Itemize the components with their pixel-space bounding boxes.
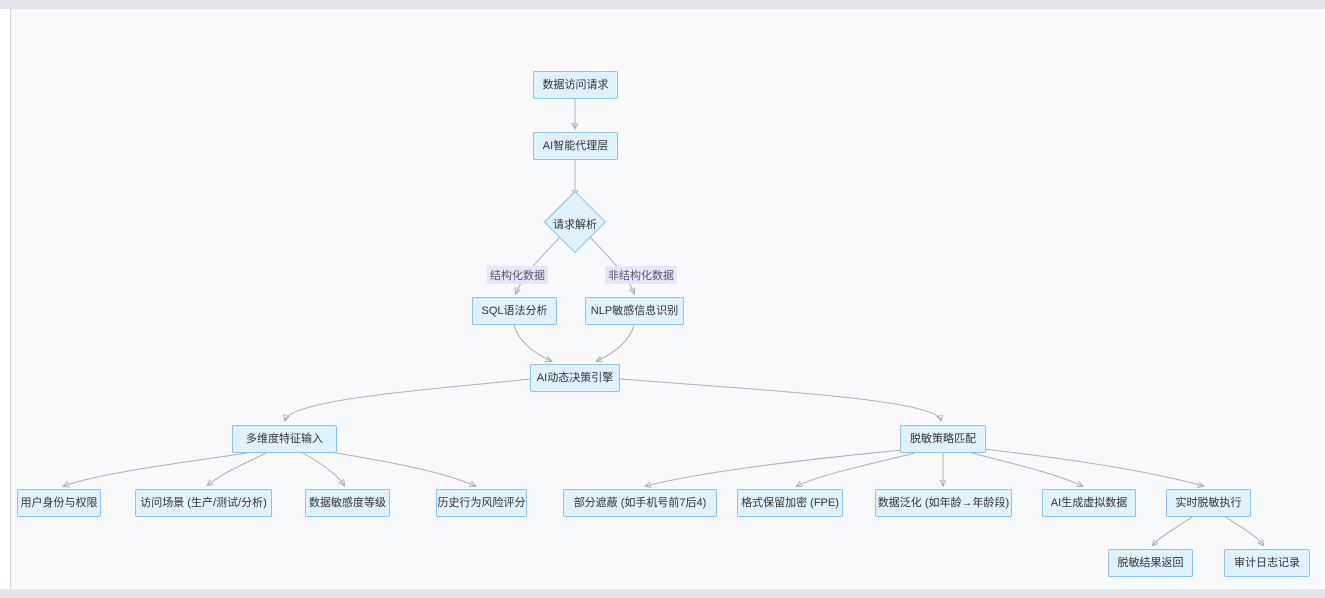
node-realtime-masking-execution: 实时脱敏执行 — [1166, 489, 1251, 517]
top-chrome-bar — [0, 0, 1325, 9]
node-user-identity-permission: 用户身份与权限 — [17, 489, 101, 517]
node-data-sensitivity-level: 数据敏感度等级 — [305, 489, 390, 517]
edge-label-structured-data: 结构化数据 — [487, 266, 548, 284]
edge-label-unstructured-data: 非结构化数据 — [605, 266, 677, 284]
node-ai-synthetic-data: AI生成虚拟数据 — [1042, 489, 1136, 517]
node-format-preserving-encryption: 格式保留加密 (FPE) — [737, 489, 843, 517]
node-masked-result-return: 脱敏结果返回 — [1108, 549, 1193, 577]
node-history-risk-score: 历史行为风险评分 — [436, 489, 527, 517]
node-request-parse-label: 请求解析 — [553, 219, 597, 231]
node-nlp-sensitive-info-detection: NLP敏感信息识别 — [585, 297, 684, 325]
node-ai-agent-layer: AI智能代理层 — [533, 132, 618, 160]
node-data-generalization: 数据泛化 (如年龄→年龄段) — [875, 489, 1012, 517]
node-partial-masking: 部分遮蔽 (如手机号前7后4) — [563, 489, 717, 517]
node-sql-syntax-analysis: SQL语法分析 — [472, 297, 557, 325]
node-data-access-request: 数据访问请求 — [533, 71, 618, 99]
bottom-chrome-bar — [0, 589, 1325, 598]
node-access-scene: 访问场景 (生产/测试/分析) — [135, 489, 272, 517]
node-masking-strategy-match: 脱敏策略匹配 — [900, 425, 986, 453]
canvas-left-divider — [10, 9, 11, 589]
node-audit-log-record: 审计日志记录 — [1224, 549, 1310, 577]
node-multi-dimension-feature-input: 多维度特征输入 — [232, 425, 337, 453]
node-ai-dynamic-decision-engine: AI动态决策引擎 — [530, 364, 620, 392]
